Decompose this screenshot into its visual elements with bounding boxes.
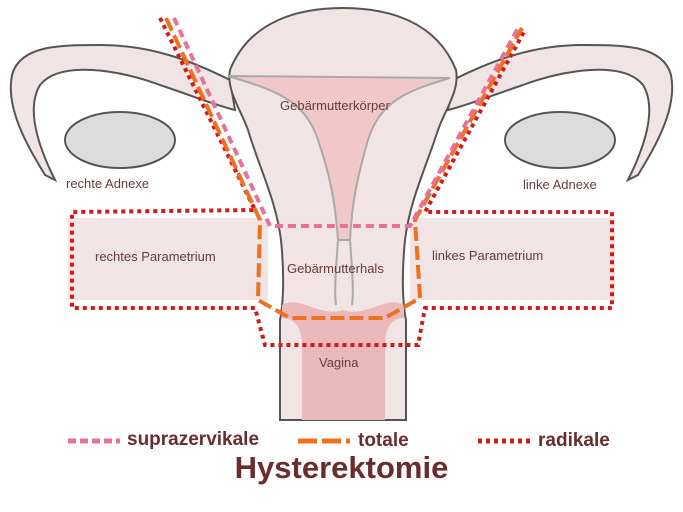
legend-radical: radikale [538,430,610,451]
uterine-cavity [227,75,451,241]
label-left-adnexa: linke Adnexe [523,177,597,192]
right-parametrium-region [68,218,268,300]
label-left-parametrium: linkes Parametrium [432,248,544,263]
vagina-region [282,302,404,420]
total-cut-line [164,17,524,320]
label-cervix: Gebärmutterhals [287,261,384,276]
label-vagina: Vagina [319,355,359,370]
legend-total: totale [358,430,409,451]
supracervical-cut-line [172,17,520,228]
right-ovary [64,111,176,169]
radical-cut-line [70,17,614,347]
cervical-canal [334,239,354,306]
label-right-adnexa: rechte Adnexe [66,176,150,191]
right-fallopian-tube [9,43,237,183]
label-uterine-body: Gebärmutterkörper [280,98,390,113]
diagram-title: Hysterektomie [234,450,449,485]
left-fallopian-tube [446,43,674,183]
label-right-parametrium: rechtes Parametrium [95,249,216,264]
left-ovary [504,111,616,169]
left-parametrium-region [410,218,615,300]
legend-supracervical: suprazervikale [127,429,260,450]
